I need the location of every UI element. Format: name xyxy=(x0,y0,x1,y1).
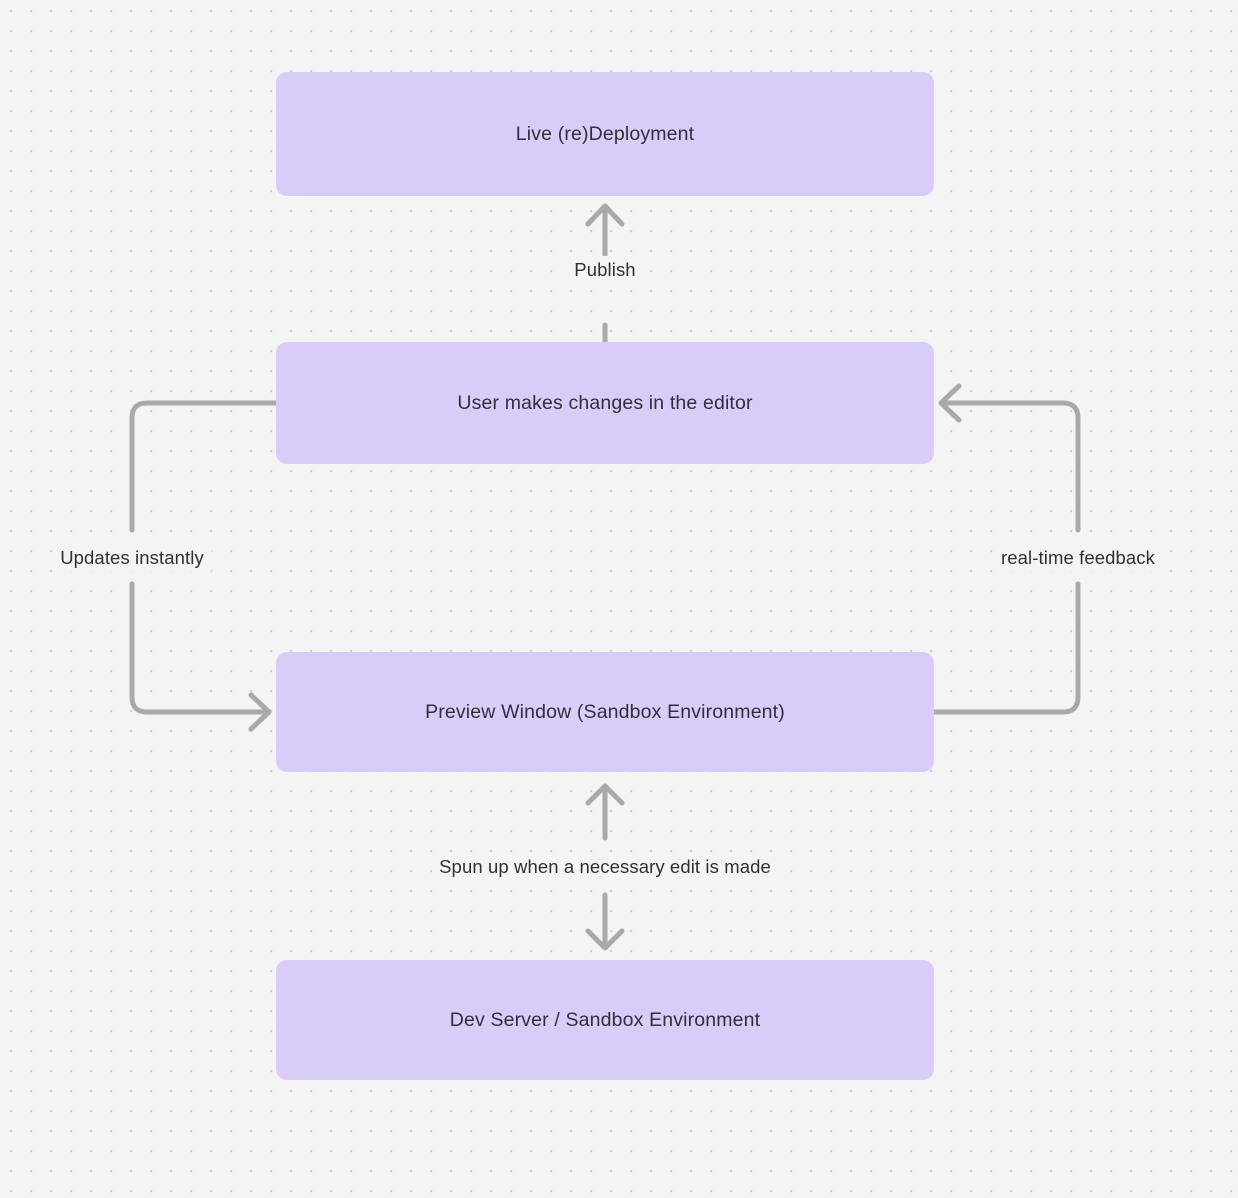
node-user-edits[interactable]: User makes changes in the editor xyxy=(276,342,934,464)
node-live-deployment[interactable]: Live (re)Deployment xyxy=(276,72,934,196)
edge-label-real-time-feedback: real-time feedback xyxy=(994,543,1162,573)
node-live-deployment-label: Live (re)Deployment xyxy=(515,122,695,145)
edge-label-updates-instantly: Updates instantly xyxy=(53,543,211,573)
node-user-edits-label: User makes changes in the editor xyxy=(457,391,753,414)
node-preview-window-label: Preview Window (Sandbox Environment) xyxy=(425,700,785,723)
edge-label-spun-up: Spun up when a necessary edit is made xyxy=(432,852,778,882)
node-preview-window[interactable]: Preview Window (Sandbox Environment) xyxy=(276,652,934,772)
node-dev-server[interactable]: Dev Server / Sandbox Environment xyxy=(276,960,934,1080)
node-dev-server-label: Dev Server / Sandbox Environment xyxy=(449,1008,761,1031)
edge-label-publish: Publish xyxy=(567,255,643,285)
